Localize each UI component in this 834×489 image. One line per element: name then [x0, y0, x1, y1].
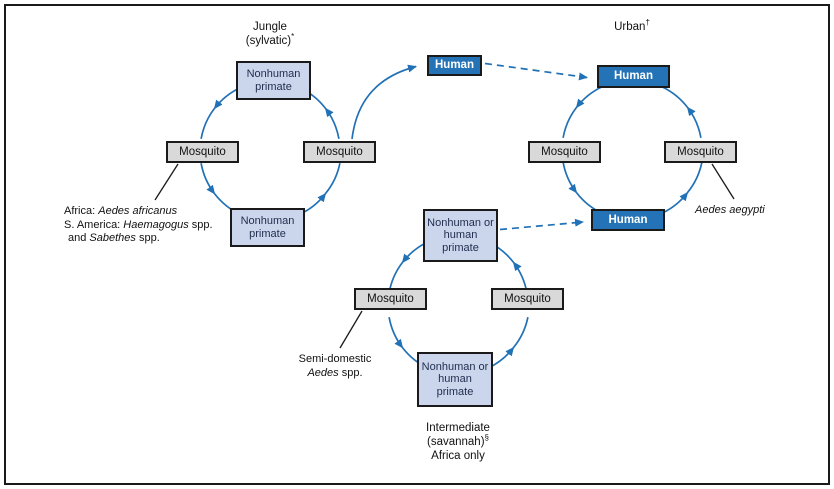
aegypti-species-annotation: Aedes aegypti — [695, 204, 765, 216]
intermediate-to-urban-dashed-arrow — [499, 218, 584, 231]
urban-arc-bottom-to-right — [661, 162, 703, 215]
intermediate-primate-top-box: Nonhuman or human primate — [423, 209, 498, 262]
urban-mosquito-left-box: Mosquito — [528, 141, 601, 163]
mosquito-to-human-spillover-arrow — [351, 64, 417, 140]
urban-mosquito-right-box: Mosquito — [664, 141, 737, 163]
urban-arc-top-to-left — [562, 85, 603, 138]
urban-footnote-marker: † — [645, 18, 650, 28]
jungle-nonhuman-primate-top-box: Nonhuman primate — [236, 61, 311, 100]
intermediate-mosquito-left-box: Mosquito — [354, 288, 427, 310]
semidomestic-species-pointer-line — [339, 310, 363, 349]
jungle-title-line1: Jungle — [253, 21, 287, 33]
urban-title-text: Urban — [614, 21, 646, 33]
aegypti-species-pointer-line — [711, 163, 735, 200]
semidomestic-line2: Aedes spp. — [307, 366, 363, 379]
africa-species-line1: Africa: Aedes africanus — [64, 205, 178, 217]
urban-arc-right-to-top — [661, 85, 702, 138]
africa-species-line3: and Sabethes spp. — [68, 232, 160, 244]
bridge-human-box: Human — [427, 55, 482, 76]
semidomestic-line1: Semi-domestic — [298, 353, 372, 365]
intermediate-footnote-marker: § — [484, 433, 489, 443]
urban-human-bottom-box: Human — [591, 209, 665, 231]
intermediate-title-line2: (savannah) — [427, 436, 485, 448]
jungle-arc-bottom-to-right — [299, 163, 341, 216]
intermediate-primate-bottom-box: Nonhuman or human primate — [417, 352, 493, 407]
intermediate-mosquito-right-box: Mosquito — [491, 288, 564, 310]
jungle-mosquito-left-box: Mosquito — [166, 141, 239, 163]
africa-species-annotation: Africa: Aedes africanus S. America: Haem… — [64, 205, 213, 246]
jungle-cycle-arrows — [200, 86, 341, 216]
intermediate-title-line1: Intermediate — [426, 422, 490, 434]
intermediate-arc-bottom-to-right — [487, 317, 529, 370]
urban-arc-left-to-bottom — [562, 162, 603, 215]
intermediate-cycle-title: Intermediate (savannah)§ Africa only — [398, 421, 518, 463]
urban-cycle-title: Urban† — [572, 18, 692, 34]
human-to-urban-dashed-arrow — [484, 62, 588, 81]
intermediate-arc-top-to-left — [388, 240, 429, 293]
africa-species-line2: S. America: Haemagogus spp. — [64, 218, 213, 231]
jungle-footnote-marker: * — [291, 32, 295, 42]
jungle-cycle-title: Jungle (sylvatic)* — [200, 20, 340, 48]
intermediate-title-line3: Africa only — [431, 450, 485, 462]
jungle-arc-top-to-left — [200, 86, 241, 139]
semidomestic-species-annotation: Semi-domestic Aedes spp. — [289, 353, 381, 380]
urban-human-top-box: Human — [597, 65, 670, 88]
jungle-nonhuman-primate-bottom-box: Nonhuman primate — [230, 208, 305, 247]
jungle-title-line2: (sylvatic) — [245, 35, 292, 47]
jungle-mosquito-right-box: Mosquito — [303, 141, 376, 163]
africa-species-pointer-line — [154, 163, 179, 201]
